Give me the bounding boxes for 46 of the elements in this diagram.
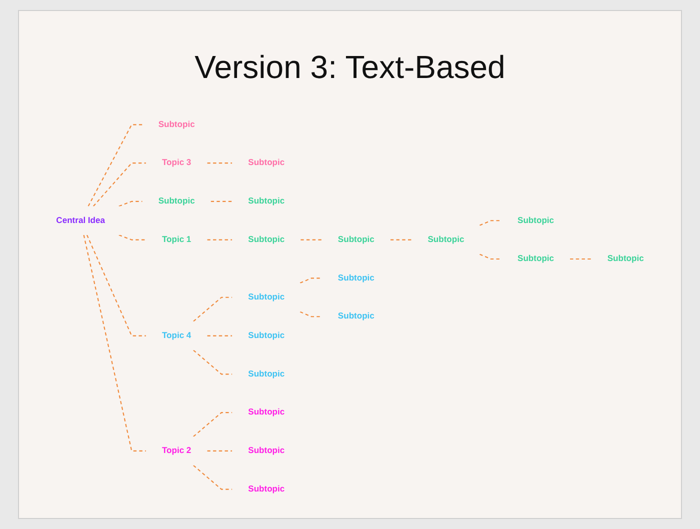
connector: [300, 311, 322, 318]
node-text: Subtopic: [428, 235, 464, 244]
connector: [207, 450, 232, 452]
node-text: Subtopic: [248, 330, 285, 340]
connector: [83, 234, 146, 452]
node-text: Subtopic: [248, 196, 285, 206]
connector: [118, 234, 146, 240]
node-text: Subtopic: [248, 292, 285, 302]
connector: [390, 239, 412, 240]
connector: [88, 124, 142, 206]
node-text: Subtopic: [607, 254, 644, 264]
connector: [207, 162, 232, 164]
node-text: Subtopic: [248, 446, 285, 456]
connector: [193, 296, 232, 322]
connector: [92, 162, 146, 207]
connector: [300, 239, 322, 240]
node-text: Subtopic: [248, 484, 285, 494]
connector: [207, 239, 232, 240]
connector: [118, 200, 142, 207]
connector: [207, 335, 232, 336]
connector: [193, 464, 232, 490]
connector: [193, 350, 232, 375]
node-text: Subtopic: [518, 216, 554, 225]
node-text: Subtopic: [518, 254, 554, 264]
connector: [210, 200, 232, 202]
connector: [300, 278, 322, 284]
node-text: Central Idea: [56, 216, 106, 225]
node-text: Subtopic: [248, 369, 285, 378]
connector: [479, 220, 502, 226]
node-text: Subtopic: [158, 120, 195, 129]
connector: [86, 234, 146, 336]
node-text: Subtopic: [248, 408, 285, 417]
node-text: Subtopic: [338, 312, 374, 321]
connector: [193, 412, 232, 437]
diagram-title: Version 3: Text-Based: [194, 49, 506, 86]
connector: [479, 254, 502, 260]
node-text: Subtopic: [248, 158, 285, 168]
node-text: Subtopic: [338, 273, 374, 282]
node-text: Topic 2: [162, 446, 192, 456]
node-text: Subtopic: [338, 235, 374, 244]
node-text: Subtopic: [248, 235, 285, 244]
node-text: Topic 1: [162, 235, 192, 244]
node-text: Topic 4: [162, 330, 192, 340]
node-text: Subtopic: [158, 196, 195, 206]
connector: [570, 258, 592, 260]
node-text: Topic 3: [162, 158, 192, 168]
